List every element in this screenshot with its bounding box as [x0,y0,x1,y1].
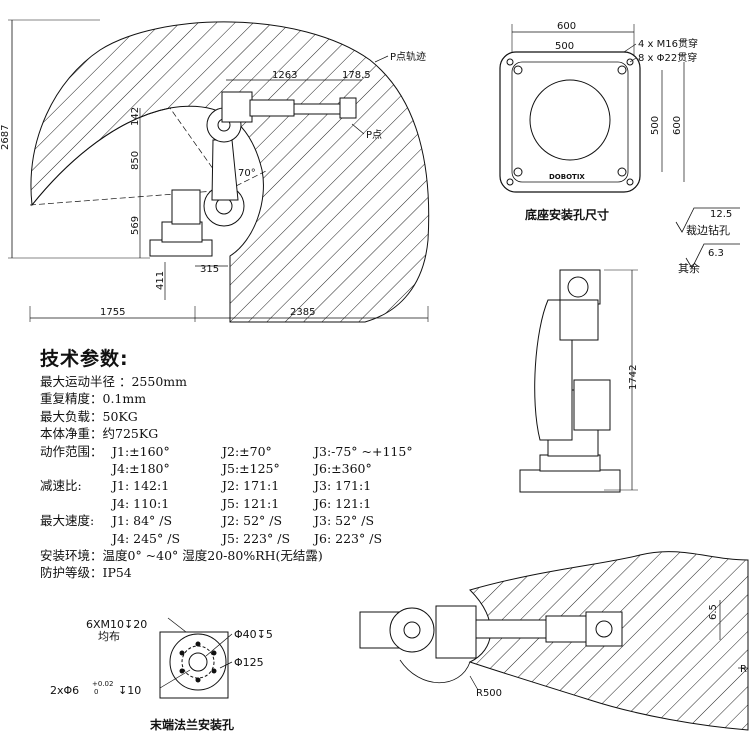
flange-pin-note: 2xΦ6 [50,684,79,697]
specs-block: 技术参数: 最大运动半径 ：2550mm 重复精度：0.1mm 最大负载：50K… [40,344,460,582]
plan-view [359,551,749,731]
robot-side-view [519,269,638,493]
flange-pin-tol-bot: 0 [94,688,98,696]
base-logo: DOBOTIX [549,173,585,181]
spec-speed-j1: J1: 84° /S [112,513,173,529]
p-track-label: P点轨迹 [390,50,426,63]
flange-note-2: 均布 [98,630,120,643]
base-plate-caption: 底座安装孔尺寸 [525,208,610,222]
spec-range-label: 动作范围： [40,443,103,459]
spec-range-j2: J2:±70° [222,443,272,459]
dim-178-5: 178.5 [342,70,371,81]
base-plate-outline [499,51,641,193]
spec-ratio-j5: J5: 121:1 [222,495,280,511]
spec-speed-label: 最大速度: [40,513,95,529]
flange-pin-tol-top: +0.02 [92,680,113,688]
base-plate-view: 600 500 DOBOTIX 4 x M16贯穿 8 x Φ22贯穿 500 … [499,21,698,193]
spec-weight: 本体净重：约725KG [40,426,159,442]
flange-dia-40: Φ40↧5 [234,628,273,641]
dim-2687: 2687 [0,125,11,150]
spec-env: 安装环境：温度0° ~40° 湿度20-80%RH(无结露) [40,548,323,564]
roughness-label-1: 裁边钻孔 [686,224,730,237]
hole-note-2: 8 x Φ22贯穿 [638,51,697,64]
spec-ratio-j3: J3: 171:1 [314,478,372,494]
dim-600-top: 600 [557,21,576,32]
roughness-val-1: 12.5 [710,209,732,220]
specs-title: 技术参数: [40,348,129,370]
flange-dia-125: Φ125 [234,656,264,669]
roughness-label-2: 其余 [678,262,700,275]
spec-range-j6: J6:±360° [314,461,372,477]
dim-142: 142 [130,107,141,126]
spec-ratio-j4: J4: 110:1 [112,495,170,511]
dim-500-top: 500 [555,41,574,52]
plan-r500: R500 [476,688,502,699]
dim-1742: 1742 [628,365,639,390]
spec-speed-j2: J2: 52° /S [222,513,283,529]
plan-r-edge: R [740,664,747,675]
base-center-circle [529,79,611,161]
dim-1263: 1263 [272,70,297,81]
spec-ratio-label: 减速比: [40,478,82,494]
roughness-symbols: 12.5 6.3 [675,207,740,269]
robot-arm-plan [359,605,623,659]
spec-speed-j6: J6: 223° /S [314,530,383,546]
dim-569: 569 [130,216,141,235]
spec-repeat: 重复精度：0.1mm [40,391,147,407]
spec-reach: 最大运动半径 ：2550mm [40,374,187,389]
spec-speed-j4: J4: 245° /S [112,530,181,546]
flange-caption: 末端法兰安装孔 [150,718,235,732]
spec-range-j4: J4:±180° [112,461,170,477]
spec-range-j3: J3:-75° ~+115° [314,443,413,459]
spec-ratio-j2: J2: 171:1 [222,478,280,494]
spec-range-j1: J1:±160° [112,443,170,459]
spec-protection: 防护等级：IP54 [40,565,132,581]
flange-view [159,617,233,699]
dim-411: 411 [155,271,166,290]
plan-dim-6-5: 6.5 [708,604,719,620]
dim-315: 315 [200,264,219,275]
dim-500-side: 500 [650,116,661,135]
work-envelope-view: 2687 1263 178.5 142 850 569 411 315 70° [0,19,430,323]
flange-pin-depth: ↧10 [118,684,141,697]
flange-circle-125 [169,633,227,691]
flange-note-1: 6XM10↧20 [86,618,147,631]
dim-600-side: 600 [672,116,683,135]
spec-payload: 最大负载：50KG [40,408,138,424]
angle-70: 70° [238,168,256,179]
dim-850: 850 [130,151,141,170]
spec-speed-j5: J5: 223° /S [222,530,291,546]
hole-note-1: 4 x M16贯穿 [638,37,698,50]
robot-arm-side [149,91,357,257]
spec-range-j5: J5:±125° [222,461,280,477]
spec-ratio-j6: J6: 121:1 [314,495,372,511]
roughness-val-2: 6.3 [708,248,724,259]
p-point-label: P点 [366,129,382,141]
spec-speed-j3: J3: 52° /S [314,513,375,529]
spec-ratio-j1: J1: 142:1 [112,478,170,494]
dim-1755: 1755 [100,307,125,318]
dim-2385: 2385 [290,307,315,318]
